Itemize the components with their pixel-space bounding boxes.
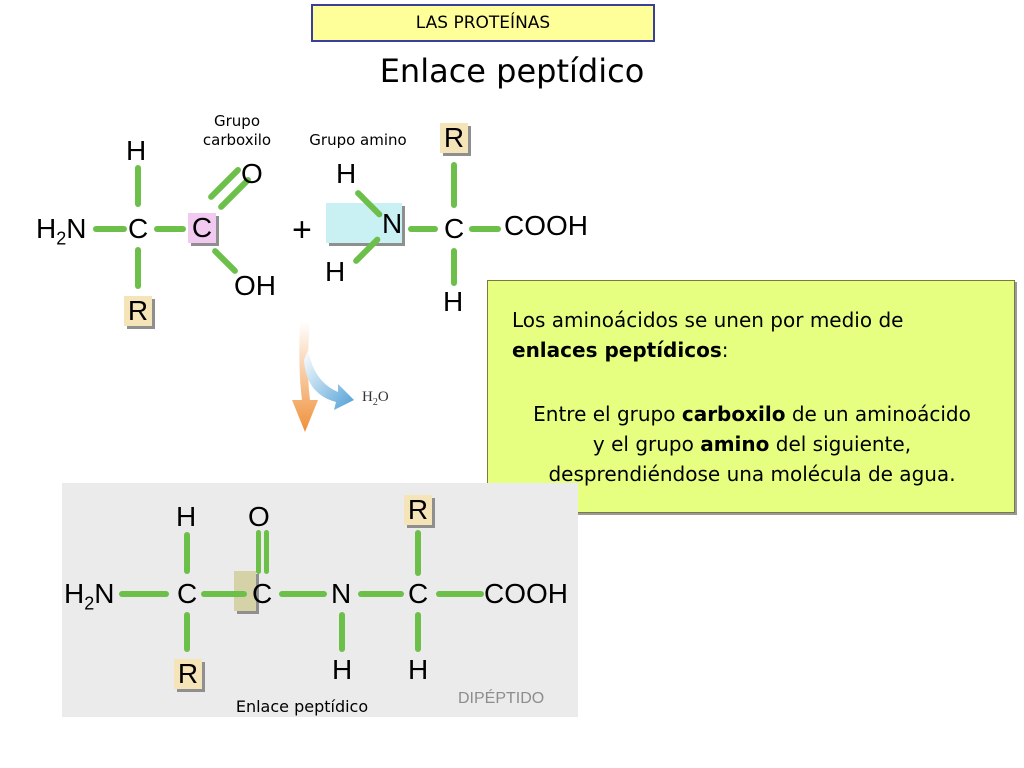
dp-bond-n-h <box>339 612 345 652</box>
bond-c2-h <box>451 248 457 286</box>
info-paragraph-1: Los aminoácidos se unen por medio de enl… <box>512 305 982 365</box>
atom-c-alpha: C <box>128 213 149 244</box>
atom-h-n-bottom: H <box>325 256 346 287</box>
bond-c-o-1 <box>206 165 243 202</box>
dp-bond-c1-r <box>184 612 190 652</box>
bond-c-r <box>135 247 141 289</box>
dp-amine-subscript: 2 <box>84 593 95 614</box>
info-p2-d: y el grupo <box>592 432 701 456</box>
info-box: Los aminoácidos se unen por medio de enl… <box>487 280 1015 513</box>
atom-h-n-top: H <box>336 158 357 189</box>
dp-atom-n: N <box>331 578 352 609</box>
dp-amine-group: H2N <box>64 580 114 613</box>
dp-bond-c1-h <box>184 532 190 574</box>
dp-amine-n: N <box>94 578 115 609</box>
info-p1-end: : <box>721 338 729 362</box>
page-title: Enlace peptídico <box>379 52 645 90</box>
dp-bond-c1-c2 <box>201 591 247 597</box>
info-p1-text: Los aminoácidos se unen por medio de <box>512 308 904 332</box>
dp-atom-h-n: H <box>332 654 353 685</box>
info-p2-f: del siguiente, <box>769 432 912 456</box>
dp-atom-cooh: COOH <box>484 578 568 609</box>
bond-n-c2 <box>408 226 438 232</box>
dp-bond-c2-o-1 <box>256 530 261 574</box>
info-p1-bold: enlaces peptídicos <box>512 338 722 362</box>
r-group-1: R <box>124 296 152 326</box>
dp-r-group-1: R <box>174 659 202 689</box>
atom-cooh: COOH <box>504 210 588 241</box>
water-h: H <box>362 389 373 405</box>
atom-h-c2-bottom: H <box>443 286 464 317</box>
info-p2-a: Entre el grupo <box>533 402 682 426</box>
dp-bond-c3-r <box>415 530 421 576</box>
info-paragraph-2: Entre el grupo carboxilo de un aminoácid… <box>498 399 1006 489</box>
dp-atom-h-c1: H <box>176 501 197 532</box>
dp-amine-h: H <box>64 578 85 609</box>
carboxyl-label-line2: carboxilo <box>202 131 272 149</box>
carboxyl-label-line1: Grupo <box>214 112 260 130</box>
dipeptide-panel <box>62 483 578 717</box>
dp-atom-c1: C <box>177 578 198 609</box>
amine-h: H <box>36 213 57 244</box>
amino-group-highlight <box>326 203 402 243</box>
atom-oh: OH <box>234 270 276 301</box>
water-label: H2O <box>362 389 389 408</box>
info-p2-bold-amino: amino <box>700 432 770 456</box>
dipeptide-label: DIPÉPTIDO <box>458 690 545 707</box>
bond-c2-cooh <box>469 226 501 232</box>
amine-subscript: 2 <box>56 228 67 249</box>
section-header: LAS PROTEÍNAS <box>311 4 655 42</box>
dp-bond-c3-cooh <box>436 591 484 597</box>
dp-bond-c2-n <box>279 591 327 597</box>
info-p2-bold-carboxilo: carboxilo <box>681 402 786 426</box>
dp-atom-c2: C <box>252 578 273 609</box>
water-subscript: 2 <box>372 397 378 408</box>
dp-atom-c3: C <box>408 578 429 609</box>
carboxyl-group-label: Grupo carboxilo <box>190 112 284 150</box>
water-o: O <box>377 389 389 405</box>
plus-sign: + <box>292 211 312 249</box>
dp-bond-c3-h <box>415 612 421 652</box>
dp-bond-n-c1 <box>119 591 169 597</box>
amino-group-label: Grupo amino <box>309 131 407 149</box>
peptide-bond-label: Enlace peptídico <box>235 697 369 716</box>
atom-c2: C <box>444 213 465 244</box>
dp-bond-n-c3 <box>358 591 404 597</box>
dp-atom-h-c3: H <box>408 654 429 685</box>
r-group-2: R <box>440 123 468 153</box>
amine-n: N <box>66 213 87 244</box>
atom-n: N <box>382 208 403 239</box>
bond-c-c <box>154 226 186 232</box>
dp-atom-o: O <box>248 501 270 532</box>
reaction-arrow <box>292 322 354 432</box>
atom-c-carbonyl: C <box>188 213 216 243</box>
atom-o: O <box>241 158 263 189</box>
bond-c-h-top <box>135 165 141 207</box>
info-p2-c: de un aminoácido <box>785 402 971 426</box>
dp-bond-c2-o-2 <box>264 530 269 574</box>
atom-h-top: H <box>126 135 147 166</box>
dp-r-group-3: R <box>404 495 432 525</box>
bond-c2-r <box>451 162 457 208</box>
bond-n-c <box>93 226 127 232</box>
info-p2-g: desprendiéndose una molécula de agua. <box>548 462 956 486</box>
amine-group: H2N <box>36 215 86 248</box>
